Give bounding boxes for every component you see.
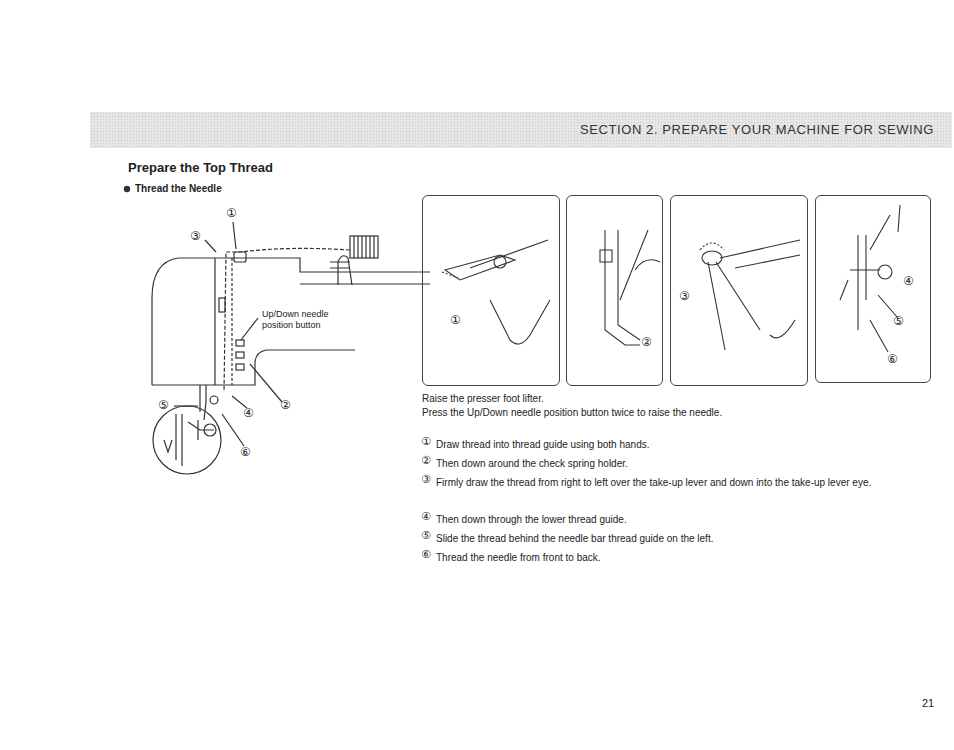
callout-number: ① [450,313,461,328]
step-number: ⑤ [421,529,431,543]
step-number: ③ [421,473,431,487]
step-text: Then down through the lower thread guide… [436,511,931,529]
callout-number: ⑥ [887,352,898,367]
instruction-text: Raise the presser foot lifter. [422,393,544,406]
step-text: Thread the needle from front to back. [436,549,931,567]
callout-number: ② [280,398,291,413]
step-text: Draw thread into thread guide using both… [436,436,931,454]
step-text: Then down around the check spring holder… [436,455,931,473]
step-text: Firmly draw the thread from right to lef… [436,474,931,492]
step-number: ② [421,454,431,468]
section-title: SECTION 2. PREPARE YOUR MACHINE FOR SEWI… [580,122,934,138]
panel-drawings [442,205,900,352]
illustration-panel: ② [566,195,663,386]
step-number: ⑥ [421,548,431,562]
callout-number: ⑤ [893,314,904,329]
illustration-panel: ① [422,195,560,386]
illustration-panel: ③ [670,195,808,386]
callout-number: ⑤ [158,398,169,413]
page-number: 21 [922,697,934,711]
callout-number: ① [226,206,237,221]
step-text: Slide the thread behind the needle bar t… [436,530,931,548]
callout-number: ④ [243,406,254,421]
step-number: ① [421,435,431,449]
machine-drawing [124,186,430,474]
illustration-panel: ④ ⑤ ⑥ [815,195,931,383]
step-number: ④ [421,510,431,524]
callout-number: ⑥ [240,445,251,460]
sub-heading: Thread the Needle [135,183,222,196]
callout-number: ④ [903,274,914,289]
callout-number: ③ [190,229,201,244]
callout-number: ③ [679,289,690,304]
callout-number: ② [641,335,652,350]
instruction-text: Press the Up/Down needle position button… [422,407,722,420]
part-label: Up/Down needle position button [262,309,362,332]
section-band: SECTION 2. PREPARE YOUR MACHINE FOR SEWI… [90,112,952,148]
section-heading: Prepare the Top Thread [128,160,273,176]
